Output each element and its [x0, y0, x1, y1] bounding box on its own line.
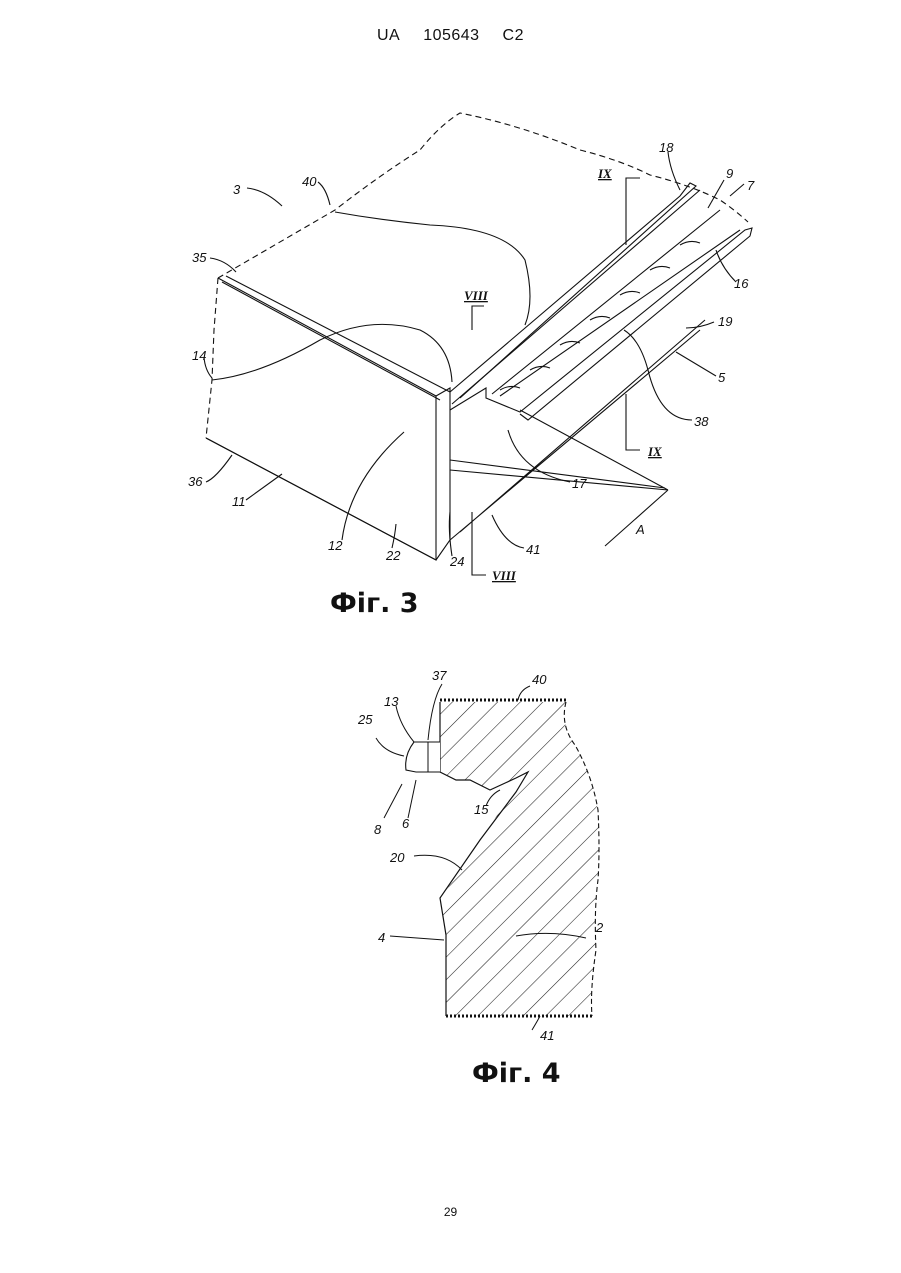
label-8: 8 [374, 822, 382, 837]
label-40-b: 40 [532, 672, 547, 687]
label-22: 22 [385, 548, 401, 563]
section-viii-bottom-marker [472, 512, 486, 575]
label-36: 36 [188, 474, 203, 489]
label-35: 35 [192, 250, 207, 265]
panel-break-outline [218, 113, 748, 278]
section-ix-top-marker [626, 178, 640, 245]
label-15: 15 [474, 802, 489, 817]
label-40: 40 [302, 174, 317, 189]
panel-front-face [206, 278, 436, 560]
leader-13 [396, 706, 414, 742]
label-section-viii-bottom: VIII [492, 568, 517, 583]
label-12: 12 [328, 538, 343, 553]
section-viii-top-marker [472, 306, 484, 330]
leader-7 [730, 184, 744, 196]
label-19: 19 [718, 314, 732, 329]
label-section-viii-top: VIII [464, 288, 489, 303]
label-4: 4 [378, 930, 385, 945]
label-2: 2 [595, 920, 604, 935]
label-section-ix-top: IX [597, 166, 612, 181]
panel-break-wave [335, 212, 530, 325]
label-3: 3 [233, 182, 241, 197]
label-11: 11 [232, 494, 246, 509]
label-18: 18 [659, 140, 674, 155]
label-38: 38 [694, 414, 709, 429]
leader-41 [492, 515, 524, 548]
leader-6 [408, 780, 416, 818]
label-37: 37 [432, 668, 447, 683]
leader-5 [676, 352, 716, 376]
label-a: A [635, 522, 645, 537]
tongue-lip [406, 742, 440, 772]
label-5: 5 [718, 370, 726, 385]
label-14: 14 [192, 348, 206, 363]
leader-25 [376, 738, 404, 756]
panel-left-edge-dashed [206, 278, 218, 438]
panel-front-wave [212, 324, 452, 382]
panel-bottom-back-edge [450, 320, 705, 540]
leader-22 [392, 524, 396, 548]
label-9: 9 [726, 166, 733, 181]
leader-20 [414, 855, 462, 870]
panel-front-thickness [436, 388, 450, 560]
label-20: 20 [389, 850, 405, 865]
leader-36 [206, 455, 232, 482]
label-25: 25 [357, 712, 373, 727]
leader-18 [668, 152, 680, 190]
leader-16 [716, 250, 736, 282]
figure-4-caption: Фіг. 4 [472, 1058, 561, 1089]
leader-8 [384, 784, 402, 818]
label-6: 6 [402, 816, 410, 831]
figure-3-caption: Фіг. 3 [330, 588, 419, 619]
leader-3 [247, 188, 282, 206]
label-13: 13 [384, 694, 399, 709]
label-24: 24 [449, 554, 464, 569]
cross-section-hatched [440, 702, 599, 1016]
section-ix-bottom-marker [626, 394, 640, 450]
leader-40 [318, 182, 330, 205]
figure-4: 37 40 13 25 8 6 15 20 4 2 41 Фіг. 4 [357, 668, 604, 1089]
panel-top-layer [222, 276, 450, 400]
figure-3 [204, 113, 752, 575]
leader-24 [449, 512, 452, 556]
label-41: 41 [526, 542, 540, 557]
leader-4 [390, 936, 444, 940]
label-17: 17 [572, 476, 587, 491]
label-41-b: 41 [540, 1028, 554, 1043]
label-section-ix-bottom: IX [647, 444, 662, 459]
leader-12 [342, 432, 404, 540]
leader-35 [210, 258, 236, 272]
label-16: 16 [734, 276, 749, 291]
leader-38 [624, 330, 692, 420]
leader-40-b [518, 686, 530, 700]
label-7: 7 [747, 178, 755, 193]
page-number: 29 [0, 1205, 901, 1219]
dimension-a-arrow [450, 460, 665, 488]
leader-11 [246, 474, 282, 500]
leader-41-b [532, 1016, 540, 1030]
leader-9 [708, 180, 724, 208]
